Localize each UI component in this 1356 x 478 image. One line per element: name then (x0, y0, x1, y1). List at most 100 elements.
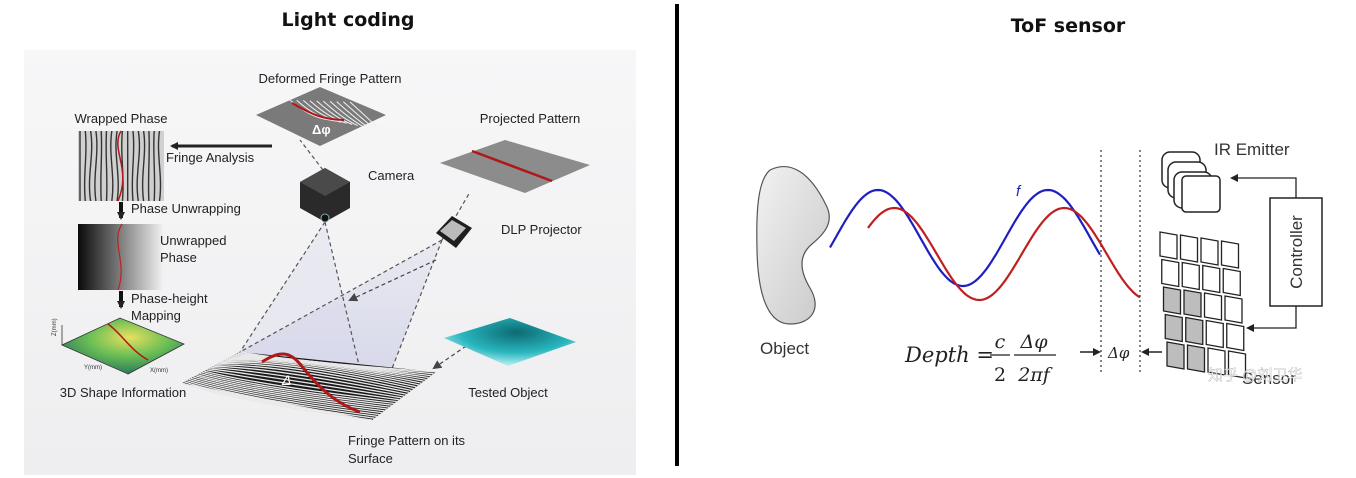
wrapped-stripe (115, 130, 119, 202)
fringe-stripe (183, 381, 375, 419)
camera-label: Camera (368, 168, 415, 183)
unwrapped-phase: Unwrapped Phase (78, 223, 227, 291)
formula-frac1-num: c (995, 331, 1006, 353)
sensor-pixel (1200, 237, 1219, 266)
wave-reflected-red (867, 206, 1141, 302)
formula-frac2-num: Δφ (1019, 331, 1048, 353)
deformed-stripe (336, 101, 370, 129)
sensor-pixel (1205, 319, 1224, 349)
camera-ray-to-pattern (299, 139, 324, 171)
wave-frequency-label: f (1016, 183, 1022, 200)
controller-to-sensor (1246, 306, 1297, 332)
fringe-stripe (188, 378, 380, 416)
projected-pattern: Projected Pattern (440, 111, 590, 193)
wrapped-stripe (147, 130, 150, 202)
deformed-stripe (316, 100, 353, 125)
wrapped-stripe (131, 130, 135, 202)
deformed-stripe (322, 100, 359, 127)
object-label: Object (760, 339, 809, 358)
projected-red-line (471, 149, 553, 183)
tof-sensor-panel: ToF sensor Object f Δφ Depth = c 2 Δφ 2π… (756, 15, 1323, 388)
fringe-analysis-label: Fringe Analysis (166, 150, 255, 165)
wrapped-stripe (120, 130, 124, 202)
shape-3d: Z(mm) Y(mm) X(mm) 3D Shape Information (52, 317, 186, 400)
sensor-pixel (1227, 350, 1247, 379)
light-coding-title: Light coding (282, 9, 415, 31)
fringe-stripe (195, 375, 387, 410)
fringe-stripe (208, 368, 402, 399)
wrapped-stripe (110, 130, 114, 202)
projected-pattern-label: Projected Pattern (480, 111, 580, 126)
dlp-projector: DLP Projector (436, 216, 582, 248)
phase-unwrapping-label: Phase Unwrapping (131, 201, 241, 216)
phase-height-label-1: Phase-height (131, 291, 208, 306)
shape-3d-x-axis: X(mm) (150, 368, 168, 374)
fringe-surface-red-line (261, 352, 361, 414)
wrapped-stripe (94, 130, 98, 202)
deformed-fringe-label: Deformed Fringe Pattern (258, 71, 401, 86)
deformed-stripe (302, 100, 342, 123)
sensor-pixel (1185, 316, 1204, 346)
fringe-stripe (201, 371, 395, 405)
fringe-stripe (219, 361, 414, 390)
unwrapped-phase-label-1: Unwrapped (160, 233, 227, 248)
wrapped-stripe (157, 130, 162, 202)
wrapped-phase: Wrapped Phase (75, 111, 168, 202)
fringe-stripe (204, 370, 397, 403)
fringe-surface: Δ (181, 351, 437, 421)
formula-frac1-den: 2 (994, 364, 1006, 386)
unwrapped-red-line (117, 223, 123, 291)
projector-pattern-arrow (348, 259, 437, 302)
fringe-stripe (226, 357, 422, 384)
deformed-red-line (291, 102, 345, 121)
sensor-pixel (1222, 267, 1241, 297)
deformed-stripe (342, 101, 375, 130)
dlp-projector-label: DLP Projector (501, 222, 582, 237)
sensor-pixel (1203, 292, 1223, 321)
fringe-stripe (181, 382, 373, 421)
fringe-surface-label-1: Fringe Pattern on its (348, 433, 466, 448)
fringe-stripe (206, 369, 400, 401)
sensor-pixel (1220, 240, 1240, 269)
sensor-pixel (1183, 289, 1202, 318)
fringe-stripe (210, 366, 405, 397)
shape-3d-z-axis: Z(mm) (52, 318, 58, 336)
wrapped-stripe (153, 130, 156, 202)
fringe-stripe (186, 379, 377, 417)
fringe-stripe (197, 374, 390, 408)
fringe-stripe (213, 365, 407, 395)
light-coding-panel: Light coding Δ Δφ Deformed Fringe Patter… (24, 9, 636, 475)
sensor-grid (1159, 231, 1247, 379)
fringe-stripe (228, 357, 424, 382)
wrapped-stripe (105, 130, 108, 202)
sensor-pixel (1181, 261, 1200, 291)
camera-ray-left (239, 221, 326, 353)
deformed-stripe (309, 100, 347, 124)
formula-lhs: Depth = (904, 343, 994, 367)
tested-object: Tested Object (444, 318, 576, 400)
fringe-stripe (193, 376, 385, 412)
tested-object-label: Tested Object (468, 385, 548, 400)
depth-formula: Depth = c 2 Δφ 2πf (904, 331, 1056, 386)
fringe-stripe (217, 362, 412, 392)
sensor-pixel (1179, 234, 1199, 263)
wave-emitted-blue (829, 188, 1101, 288)
projector-ray-left (239, 239, 443, 353)
sensor-pixel (1226, 322, 1245, 352)
shape-3d-label: 3D Shape Information (60, 385, 186, 400)
sensor-pixel (1207, 347, 1226, 376)
wrapped-stripe (136, 130, 141, 202)
sensor-label: Sensor (1242, 369, 1296, 388)
wrapped-stripe (83, 130, 87, 202)
tof-sensor-title: ToF sensor (1011, 15, 1126, 37)
object-shape (756, 166, 830, 325)
sensor-pixel (1161, 258, 1180, 288)
wrapped-stripe (100, 130, 103, 202)
sensor-pixel (1159, 231, 1178, 260)
sensor-pixel (1224, 295, 1243, 324)
watermark: 知乎 @刘卫华 (1208, 367, 1302, 384)
fringe-surface-label-2: Surface (348, 451, 393, 466)
camera: Camera (300, 168, 415, 223)
phase-shift-label: Δφ (1107, 344, 1130, 362)
